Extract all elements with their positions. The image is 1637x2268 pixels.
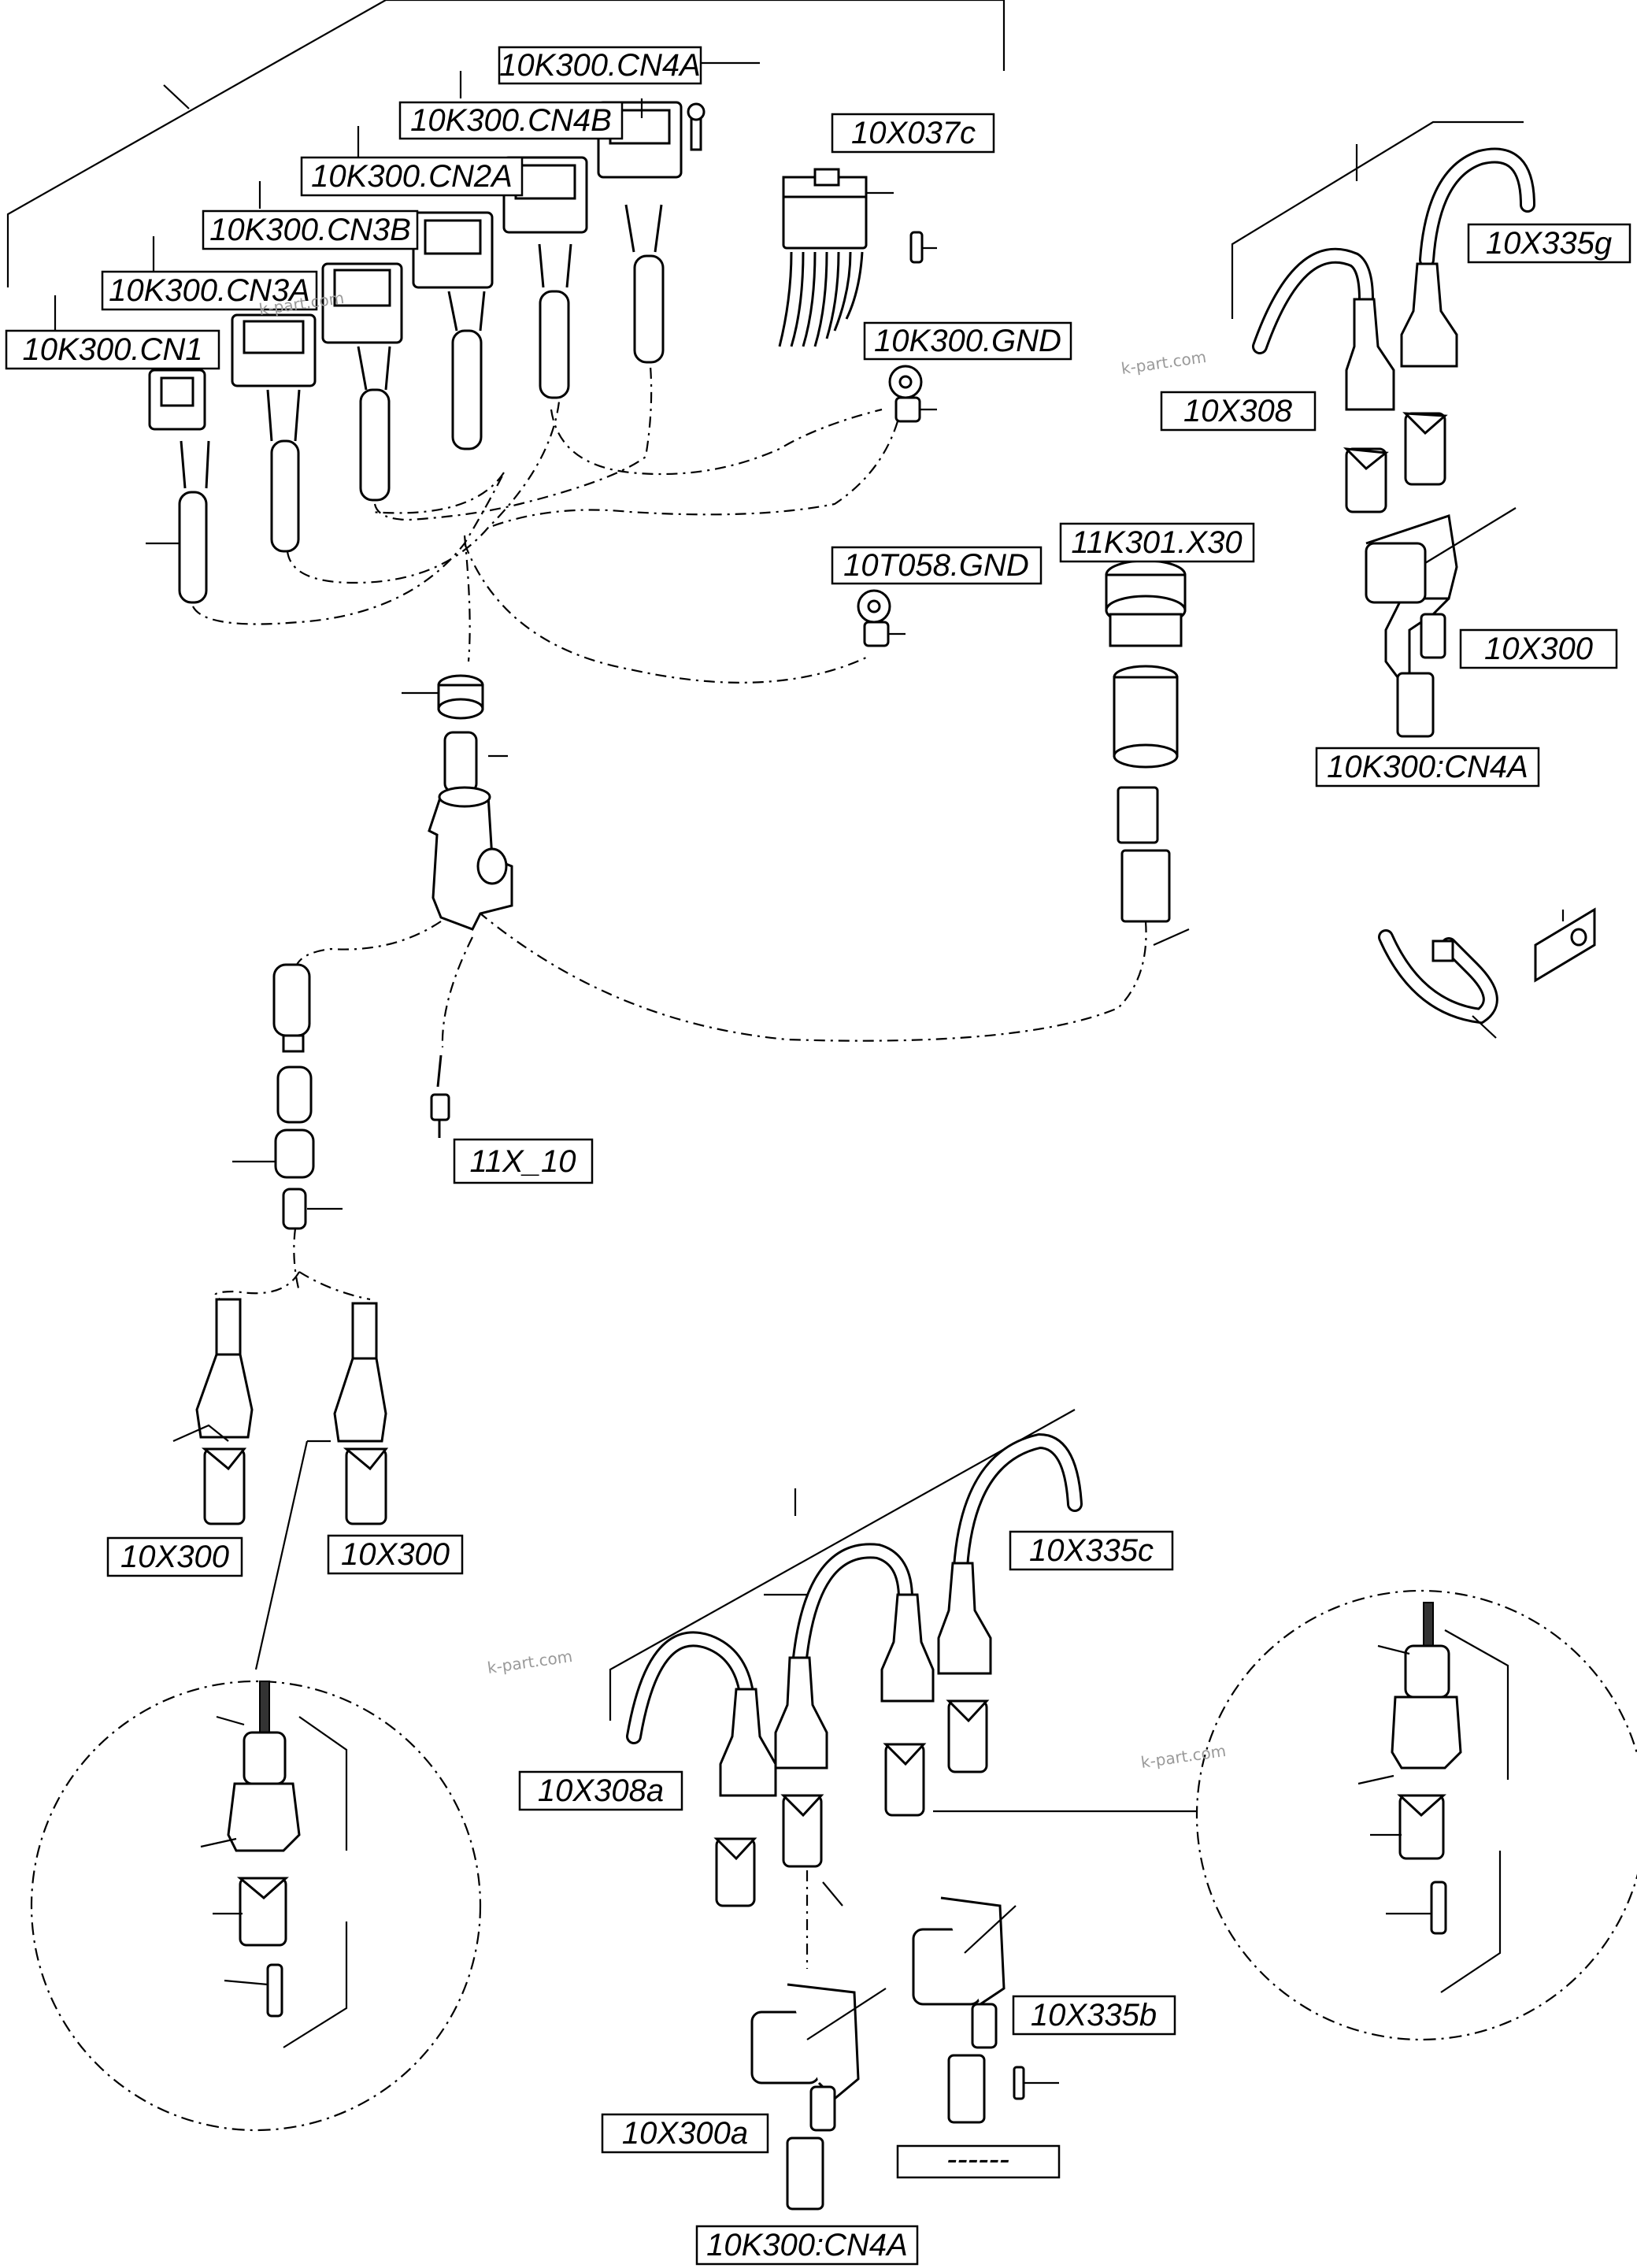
label-text: 10X335b	[1031, 1998, 1157, 2033]
label-10x300-left2: 10X300	[327, 1534, 464, 1575]
connector-10x037c	[778, 168, 937, 347]
ring-terminals	[857, 365, 937, 647]
label-text: 10K300.CN4A	[499, 48, 701, 83]
detail-circle-right	[933, 1589, 1637, 2041]
label-10k300-cn1: 10K300.CN1	[5, 329, 220, 370]
left-grommets	[232, 921, 442, 1292]
label-10x308: 10X308	[1160, 391, 1317, 432]
label-10x335b: 10X335b	[1012, 1995, 1176, 2036]
cable-tie	[1378, 907, 1596, 1039]
label-10x308a: 10X308a	[518, 1770, 683, 1811]
label-10k300-cn4b: 10K300.CN4B	[398, 101, 624, 140]
assembly-11k301-x30	[480, 559, 1190, 1042]
label-10x037c: 10X037c	[831, 113, 995, 154]
label-text: 11K301.X30	[1071, 525, 1242, 560]
detail-circle-left	[30, 1680, 482, 2132]
label-text: 10K300.GND	[874, 324, 1061, 358]
label-11x-10: 11X_10	[453, 1138, 594, 1184]
label-10x300-top: 10X300	[1459, 628, 1618, 669]
group-bottom-center	[609, 1409, 1083, 2211]
label-10k300-gnd: 10K300.GND	[863, 321, 1072, 361]
label-text: 10K300:CN4A	[706, 2228, 908, 2262]
watermark-text: k-part.com	[486, 1647, 573, 1677]
watermark-text: k-part.com	[1139, 1741, 1227, 1772]
label-text: 10X300a	[622, 2116, 748, 2151]
label-text: 10K300:CN4A	[1327, 750, 1528, 784]
label-text: 10X335g	[1486, 226, 1612, 261]
label-text: 10K300.CN1	[22, 332, 202, 367]
harness-routes	[192, 365, 899, 684]
label-text: 10X308	[1183, 394, 1293, 428]
label-text: 10K300.CN3B	[209, 213, 411, 247]
label-text: 10T058.GND	[843, 548, 1029, 583]
label-10x300-left1: 10X300	[106, 1536, 243, 1577]
pin-11x10	[430, 936, 473, 1138]
label-text: 10K300.CN3A	[109, 273, 310, 308]
left-10x300-pair	[172, 1271, 389, 1670]
label-10k300-cn4a-top: 10K300:CN4A	[1315, 747, 1540, 788]
label-blank: ------	[896, 2142, 1061, 2179]
label-10k300-cn4a-bottom: 10K300:CN4A	[695, 2225, 919, 2266]
harness-bracket-top	[6, 0, 1006, 287]
label-10x335g: 10X335g	[1467, 223, 1631, 264]
label-text: 10X037c	[851, 116, 976, 150]
part-labels: 10K300.CN4A 10K300.CN4B 10K300.CN2A 10K3…	[5, 46, 1631, 2266]
label-text: 10K300.CN2A	[311, 159, 513, 194]
label-11k301-x30: 11K301.X30	[1059, 522, 1255, 563]
label-text: 10X308a	[538, 1773, 664, 1808]
label-10x300a: 10X300a	[601, 2113, 769, 2154]
label-text: 10X300	[120, 1540, 229, 1574]
label-10k300-cn4a: 10K300.CN4A	[498, 46, 702, 85]
label-10k300-cn3b: 10K300.CN3B	[202, 209, 419, 250]
label-text: ------	[946, 2142, 1009, 2177]
label-leaders	[54, 61, 760, 545]
watermark-text: k-part.com	[1120, 347, 1207, 378]
label-text: 10X300	[341, 1537, 450, 1572]
label-text: 10X335c	[1029, 1533, 1154, 1568]
label-10x335c: 10X335c	[1009, 1530, 1174, 1571]
cable-stubs	[178, 204, 665, 604]
label-10k300-cn3a: 10K300.CN3A	[101, 270, 318, 311]
multi-pin-connectors	[148, 101, 706, 431]
label-text: 10K300.CN4B	[410, 103, 612, 138]
group-top-right	[1231, 120, 1535, 738]
label-10t058-gnd: 10T058.GND	[831, 546, 1043, 585]
label-10k300-cn2a: 10K300.CN2A	[300, 156, 524, 197]
label-text: 10X300	[1484, 632, 1593, 666]
y-junction	[402, 674, 513, 931]
label-text: 11X_10	[470, 1144, 576, 1179]
